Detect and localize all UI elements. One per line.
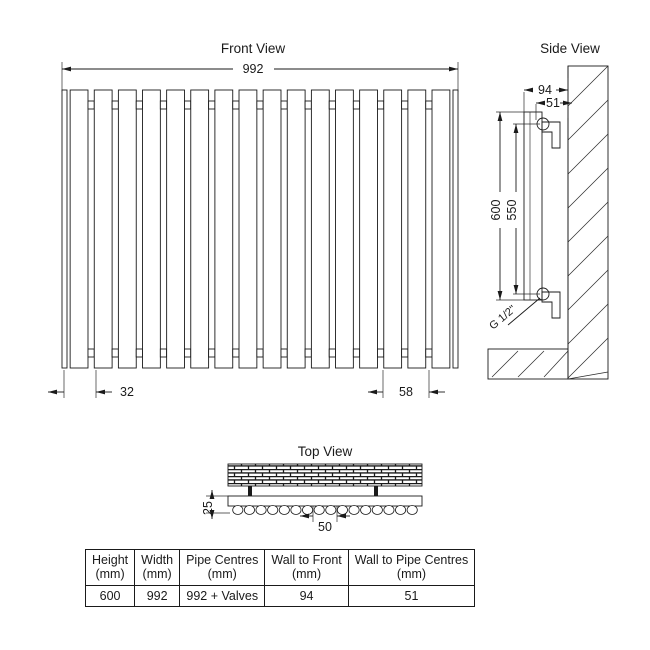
top-tube-pitch-dimension: 50: [300, 506, 350, 534]
top-depth-dimension: 25: [201, 490, 230, 519]
front-fin-pitch-dimension: 58: [368, 370, 445, 399]
front-left-offset-value: 32: [120, 385, 134, 399]
front-fin-pitch-value: 58: [399, 385, 413, 399]
top-depth-value: 25: [201, 501, 215, 515]
spec-header-pipe-centres-name: Pipe Centres: [186, 553, 259, 567]
top-view-wall: [227, 463, 423, 487]
spec-header-width-unit: (mm): [142, 567, 172, 582]
side-pipe-centres-dimension: 550: [505, 123, 540, 295]
spec-header-width: Width (mm): [134, 549, 181, 586]
spec-header-wall-to-pipe-centres-unit: (mm): [396, 567, 427, 582]
spec-value-wall-to-front: 94: [264, 584, 349, 608]
spec-header-height-name: Height: [92, 553, 129, 567]
top-view-bracket-right: [374, 486, 378, 496]
spec-value-width: 992: [134, 584, 181, 608]
top-view-bracket-left: [248, 486, 252, 496]
top-view-group: Top View 25 50: [201, 444, 423, 534]
spec-header-height-unit: (mm): [95, 567, 125, 582]
side-view-title: Side View: [540, 41, 600, 56]
top-view-title: Top View: [298, 444, 353, 459]
spec-header-wall-to-front-unit: (mm): [291, 567, 322, 582]
side-wall-to-pipe-value: 51: [546, 96, 560, 110]
spec-header-wall-to-front: Wall to Front (mm): [264, 549, 349, 586]
spec-value-height: 600: [84, 584, 136, 608]
top-tube-pitch-value: 50: [318, 520, 332, 534]
side-pipe-centres-value: 550: [505, 200, 519, 221]
top-view-tube-array: [232, 505, 418, 515]
front-view-title: Front View: [221, 41, 286, 56]
side-height-dimension: 600: [489, 111, 524, 301]
front-left-offset-dimension: 32: [48, 370, 134, 399]
side-floor: [487, 348, 569, 380]
spec-header-wall-to-pipe-centres-name: Wall to Pipe Centres: [354, 553, 469, 567]
spec-table-value-row: 600 992 992 + Valves 94 51: [84, 584, 476, 608]
side-wall-to-pipe-dimension: 51: [535, 96, 572, 120]
side-view-group: Side View: [487, 41, 609, 380]
spec-header-wall-to-front-name: Wall to Front: [271, 553, 342, 567]
side-height-value: 600: [489, 200, 503, 221]
spec-table-header-row: Height (mm) Width (mm) Pipe Centres (mm)…: [84, 549, 476, 586]
side-wall-to-front-value: 94: [538, 83, 552, 97]
spec-header-width-name: Width: [141, 553, 174, 567]
front-width-dimension: 992: [61, 62, 459, 92]
side-top-bracket: [536, 117, 561, 149]
top-view-backplate: [227, 495, 423, 507]
spec-table: Height (mm) Width (mm) Pipe Centres (mm)…: [84, 549, 476, 608]
front-view-radiator: [61, 89, 459, 369]
side-radiator-profile: [523, 111, 543, 301]
spec-header-height: Height (mm): [84, 549, 136, 586]
front-width-value: 992: [243, 62, 264, 76]
spec-header-pipe-centres: Pipe Centres (mm): [179, 549, 266, 586]
spec-value-pipe-centres: 992 + Valves: [179, 584, 266, 608]
side-bottom-bracket: [536, 287, 561, 319]
spec-header-wall-to-pipe-centres: Wall to Pipe Centres (mm): [347, 549, 476, 586]
spec-value-wall-to-pipe-centres: 51: [347, 584, 476, 608]
spec-header-pipe-centres-unit: (mm): [207, 567, 237, 582]
front-view-group: Front View 992 32: [48, 41, 459, 399]
front-fin-array: [69, 89, 451, 369]
side-wall-to-front-dimension: 94: [523, 78, 569, 118]
side-connection-label: G 1/2": [487, 303, 518, 332]
side-wall: [567, 65, 609, 380]
side-connection-callout: G 1/2": [487, 297, 541, 332]
